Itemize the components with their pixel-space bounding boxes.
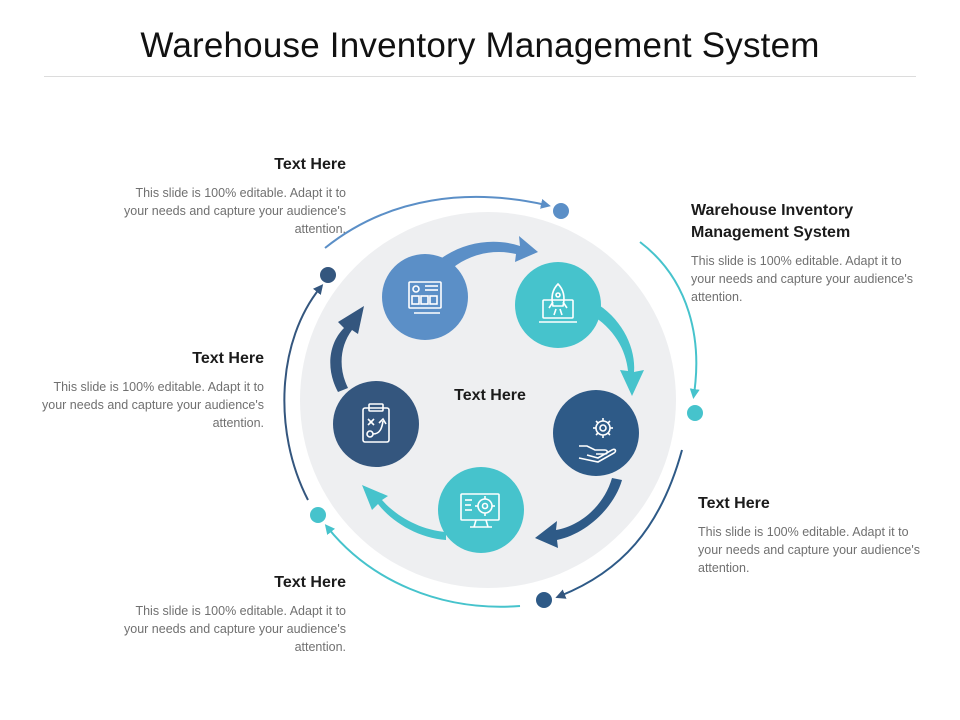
circle-dashboard bbox=[382, 254, 468, 340]
outer-dot-upper-left bbox=[320, 267, 336, 283]
rocket-laptop-icon bbox=[539, 282, 577, 323]
outer-dot-lower-left bbox=[310, 507, 326, 523]
text-block-heading: Text Here bbox=[698, 495, 770, 512]
inner-arrow-right bbox=[590, 302, 644, 396]
outer-dot-top bbox=[553, 203, 569, 219]
text-block-heading: Warehouse Inventory Management System bbox=[691, 202, 854, 241]
circle-rocket bbox=[515, 262, 601, 348]
text-block-top-left: Text Here This slide is 100% editable. A… bbox=[116, 154, 346, 238]
circle-clipboard bbox=[333, 381, 419, 467]
text-block-body: This slide is 100% editable. Adapt it to… bbox=[691, 254, 913, 304]
outer-arc-left bbox=[283, 284, 324, 501]
text-block-top-right: Warehouse Inventory Management System Th… bbox=[691, 200, 921, 306]
inner-arrow-top bbox=[432, 236, 538, 276]
text-block-heading: Text Here bbox=[192, 350, 264, 367]
outer-dot-right bbox=[687, 405, 703, 421]
circle-monitor-gear bbox=[438, 467, 524, 553]
circle-hand-gear bbox=[553, 390, 639, 476]
monitor-gear-icon bbox=[460, 493, 500, 528]
text-block-middle-left: Text Here This slide is 100% editable. A… bbox=[34, 348, 264, 432]
text-block-bottom-left: Text Here This slide is 100% editable. A… bbox=[116, 572, 346, 656]
page-title: Warehouse Inventory Management System bbox=[140, 26, 820, 65]
clipboard-strategy-icon bbox=[362, 403, 390, 443]
outer-dot-bottom bbox=[536, 592, 552, 608]
outer-arc-bottom bbox=[324, 524, 521, 608]
inner-arrow-bottom bbox=[362, 485, 446, 540]
outer-arc-lower-right bbox=[555, 449, 683, 599]
text-block-heading: Text Here bbox=[274, 574, 346, 591]
dashboard-board-icon bbox=[408, 281, 442, 314]
text-block-bottom-right: Text Here This slide is 100% editable. A… bbox=[698, 493, 928, 577]
text-block-body: This slide is 100% editable. Adapt it to… bbox=[124, 604, 346, 654]
center-label: Text Here bbox=[454, 387, 526, 404]
text-block-body: This slide is 100% editable. Adapt it to… bbox=[698, 525, 920, 575]
inner-arrow-left bbox=[330, 306, 364, 392]
text-block-body: This slide is 100% editable. Adapt it to… bbox=[42, 380, 264, 430]
text-block-body: This slide is 100% editable. Adapt it to… bbox=[124, 186, 346, 236]
inner-arrow-lower-right bbox=[535, 478, 622, 548]
hand-gear-icon bbox=[578, 418, 617, 463]
title-divider bbox=[44, 76, 916, 77]
text-block-heading: Text Here bbox=[274, 156, 346, 173]
outer-arc-top bbox=[324, 195, 551, 249]
outer-arc-right bbox=[639, 241, 700, 399]
